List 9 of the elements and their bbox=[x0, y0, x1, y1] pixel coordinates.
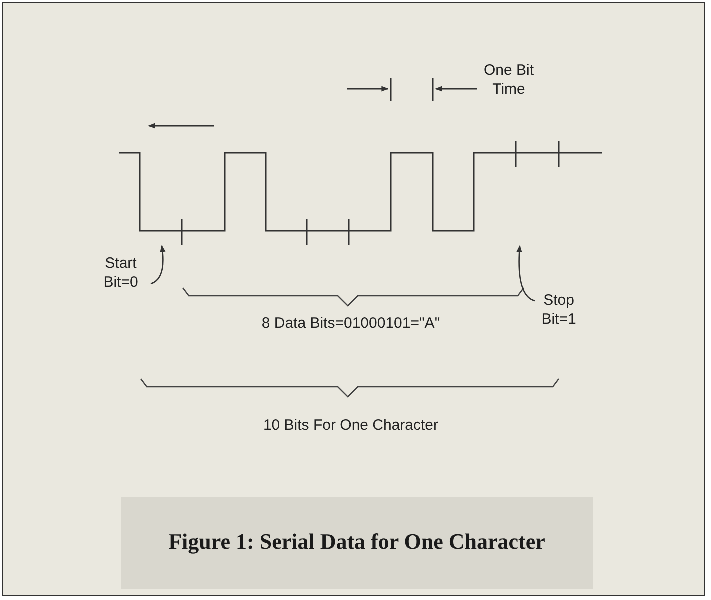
callout-text: Start Bit=0 bbox=[93, 254, 149, 292]
leader-line bbox=[516, 245, 536, 302]
leader-line bbox=[150, 245, 166, 285]
annotation-label: One Bit Time bbox=[482, 61, 536, 99]
waveform-drawing bbox=[118, 140, 604, 245]
annotation-label: 10 Bits For One Character bbox=[262, 416, 440, 435]
annotation-label: 8 Data Bits=01000101="A" bbox=[260, 314, 442, 333]
figure-caption: Figure 1: Serial Data for One Character bbox=[168, 529, 546, 555]
callout-text: Stop Bit=1 bbox=[535, 291, 583, 329]
